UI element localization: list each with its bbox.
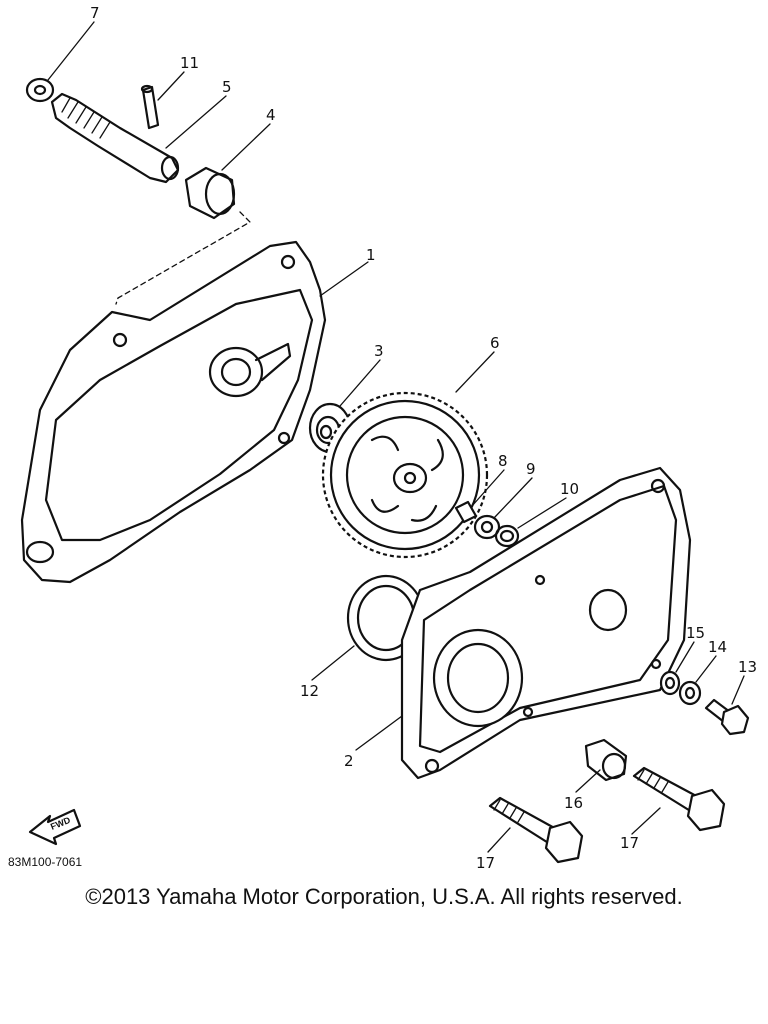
callout-10: 10	[560, 480, 579, 498]
part-16-collar[interactable]	[584, 738, 628, 782]
callout-5: 5	[222, 78, 232, 96]
exploded-view: 7 11 5 4 1 3 6 8 9 10 15 14 13 12 2 16 1…	[8, 4, 757, 872]
copyright-notice: ©2013 Yamaha Motor Corporation, U.S.A. A…	[85, 884, 683, 909]
callout-17-left: 17	[476, 854, 495, 872]
callout-7: 7	[90, 4, 100, 22]
figure-code: 83M100-7061	[8, 855, 82, 869]
parts-diagram: 7 11 5 4 1 3 6 8 9 10 15 14 13 12 2 16 1…	[8, 4, 757, 872]
callout-6: 6	[490, 334, 500, 352]
callout-8: 8	[498, 452, 508, 470]
part-14-washer[interactable]	[678, 680, 702, 706]
part-9-washer[interactable]	[473, 514, 501, 540]
callout-12: 12	[300, 682, 319, 700]
part-6-gear[interactable]	[321, 391, 489, 559]
callout-9: 9	[526, 460, 536, 478]
part-11-pin[interactable]	[140, 84, 160, 130]
part-8-key[interactable]	[454, 500, 478, 524]
part-5-worm-shaft[interactable]	[50, 92, 180, 184]
callout-1: 1	[366, 246, 376, 264]
callout-16: 16	[564, 794, 583, 812]
part-2-cover[interactable]	[400, 466, 692, 780]
assembly-guide-line	[115, 211, 252, 305]
callout-14: 14	[708, 638, 727, 656]
part-15-washer[interactable]	[659, 670, 681, 696]
fwd-arrow-icon: FWD	[28, 808, 82, 846]
part-13-bolt[interactable]	[704, 698, 750, 736]
callout-17-right: 17	[620, 834, 639, 852]
part-1-case[interactable]	[20, 240, 327, 584]
callout-15: 15	[686, 624, 705, 642]
part-17-bolt-right[interactable]	[632, 766, 726, 832]
callout-11: 11	[180, 54, 199, 72]
callout-3: 3	[374, 342, 384, 360]
part-4-collar[interactable]	[184, 166, 236, 220]
callout-4: 4	[266, 106, 276, 124]
callout-2: 2	[344, 752, 354, 770]
part-10-circlip[interactable]	[494, 524, 520, 548]
callout-leaders	[47, 21, 745, 853]
part-7-washer[interactable]	[25, 77, 55, 103]
callout-numbers: 7 11 5 4 1 3 6 8 9 10 15 14 13 12 2 16 1…	[90, 4, 757, 872]
callout-13: 13	[738, 658, 757, 676]
part-17-bolt-left[interactable]	[488, 796, 584, 864]
